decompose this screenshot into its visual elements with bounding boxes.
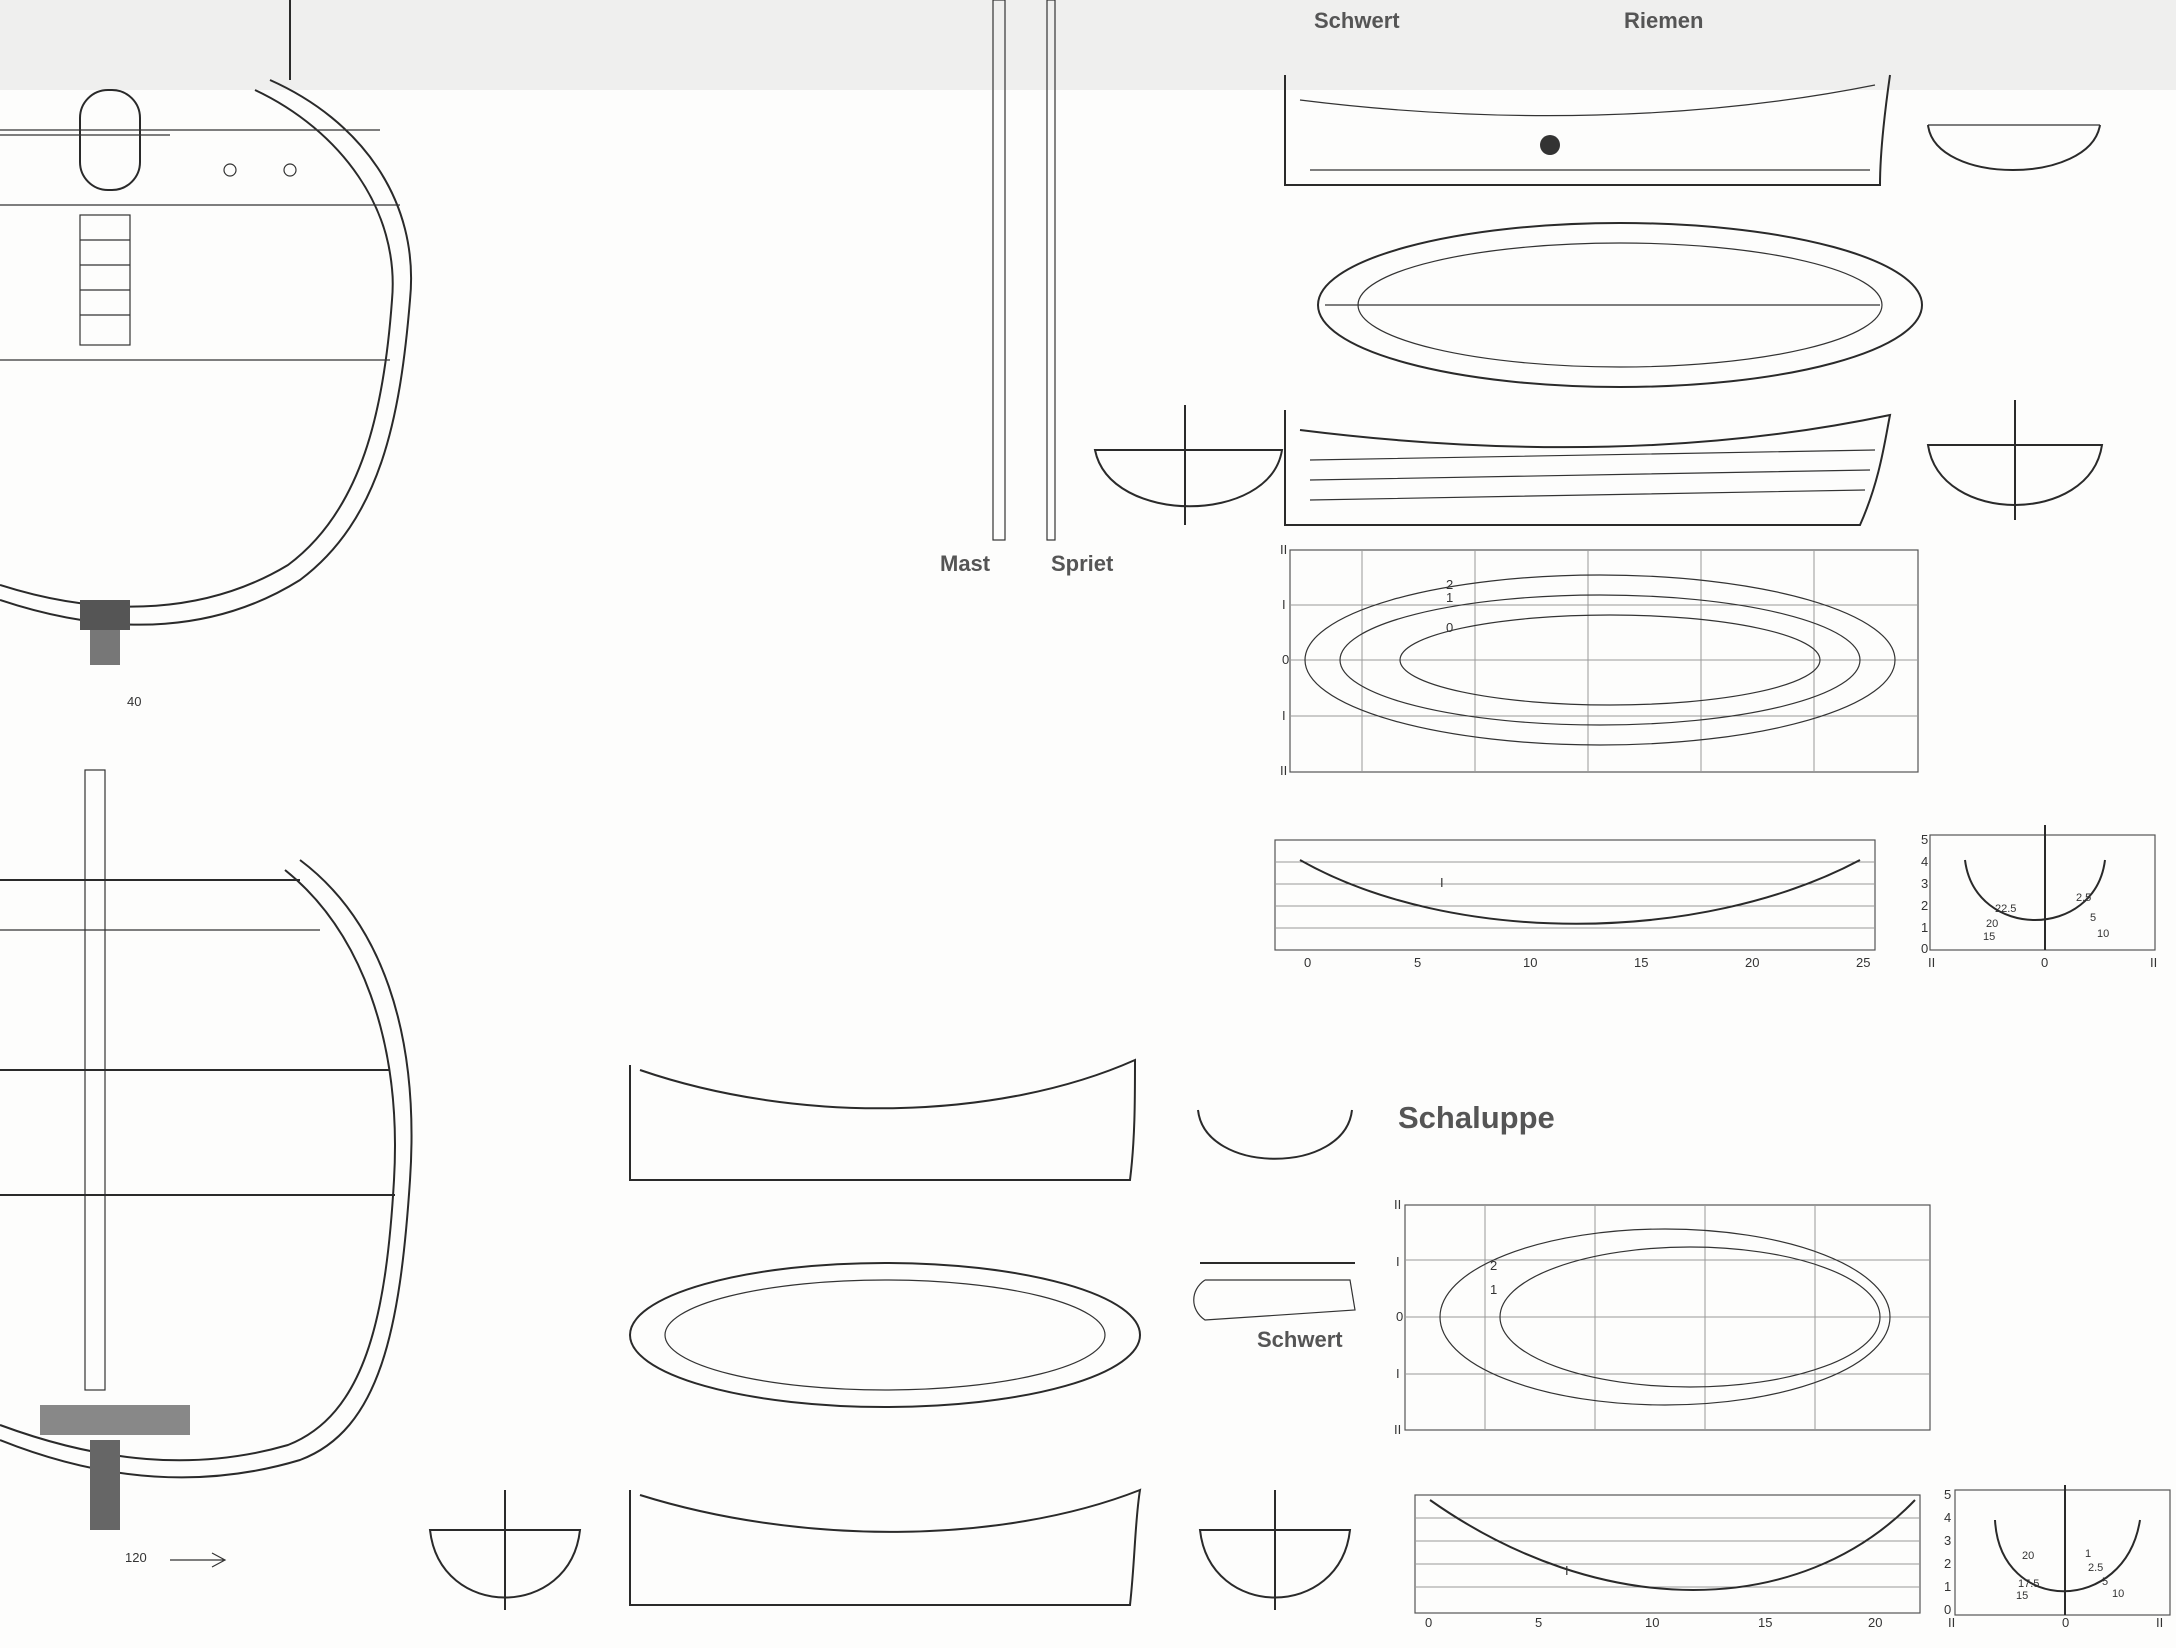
x-tick: 10	[1523, 955, 1538, 970]
schaluppe-bow-right	[1198, 1490, 1352, 1610]
height-tick: 2	[1921, 898, 1929, 913]
section-value: 5	[2090, 912, 2097, 924]
schaluppe-hull-side	[629, 1488, 1142, 1606]
schaluppe-end-section	[1197, 1109, 1353, 1160]
section-axis: 0	[2041, 955, 2049, 970]
x-tick: 25	[1856, 955, 1871, 970]
profile-label: I	[1440, 875, 1444, 890]
y-tick: I	[1396, 1366, 1400, 1381]
line-label: 2	[1446, 577, 1454, 592]
mast-drawing	[992, 0, 1006, 541]
line-label: 1	[1490, 1282, 1498, 1297]
y-tick: 0	[1282, 652, 1290, 667]
section-axis: 0	[2062, 1615, 2070, 1630]
section-value: 1	[2085, 1548, 2092, 1560]
height-tick: 1	[1921, 920, 1929, 935]
section-value: 22.5	[1995, 903, 2017, 915]
boat-a-bow-view-right	[1926, 400, 2104, 520]
x-tick: 5	[1414, 955, 1422, 970]
frame-number-upper: 40	[127, 694, 142, 709]
y-tick: I	[1282, 708, 1286, 723]
profile-label: I	[1565, 1563, 1569, 1578]
schaluppe-framing-side	[629, 1058, 1137, 1181]
height-tick: 2	[1944, 1556, 1952, 1571]
x-tick: 5	[1535, 1615, 1543, 1630]
boat-a-plan-view	[1317, 222, 1923, 388]
y-tick: 0	[1396, 1309, 1404, 1324]
height-tick: 0	[1944, 1602, 1952, 1617]
schaluppe-bow-left	[428, 1490, 582, 1610]
schwert-part-label: Schwert	[1257, 1327, 1343, 1352]
section-value: 10	[2112, 1588, 2125, 1600]
section-value: 5	[2102, 1576, 2109, 1588]
y-tick: II	[1394, 1197, 1402, 1212]
boat-a-end-section	[1927, 124, 2101, 171]
y-tick: II	[1280, 763, 1288, 778]
x-tick: 20	[1868, 1615, 1883, 1630]
x-tick: 10	[1645, 1615, 1660, 1630]
section-value: 2.5	[2088, 1562, 2104, 1574]
y-tick: II	[1280, 542, 1288, 557]
section-value: 15	[2016, 1590, 2029, 1602]
section-value: 20	[1986, 918, 1999, 930]
mast-label: Mast	[940, 551, 991, 576]
height-tick: 5	[1944, 1487, 1952, 1502]
x-tick: 20	[1745, 955, 1760, 970]
section-value: 20	[2022, 1550, 2035, 1562]
height-tick: 4	[1921, 854, 1929, 869]
line-label: 2	[1490, 1258, 1498, 1273]
height-tick: 3	[1921, 876, 1929, 891]
boat-a-framing-side	[1284, 74, 1891, 186]
section-axis: II	[1928, 955, 1936, 970]
spriet-label: Spriet	[1051, 551, 1114, 576]
section-value: 17.5	[2018, 1578, 2040, 1590]
schwert-part	[1193, 1262, 1356, 1321]
x-tick: 0	[1304, 955, 1312, 970]
line-label: 0	[1446, 620, 1454, 635]
schaluppe-lines-plan	[1404, 1204, 1931, 1431]
height-tick: 4	[1944, 1510, 1952, 1525]
x-tick: 15	[1634, 955, 1649, 970]
schaluppe-plan-view	[629, 1262, 1141, 1408]
height-tick: 1	[1944, 1579, 1952, 1594]
riemen-top-label: Riemen	[1624, 8, 1704, 33]
section-axis: II	[1948, 1615, 1956, 1630]
spriet-drawing	[1046, 0, 1056, 541]
y-tick: I	[1396, 1254, 1400, 1269]
section-axis: II	[2156, 1615, 2164, 1630]
x-tick: 0	[1425, 1615, 1433, 1630]
section-axis: II	[2150, 955, 2158, 970]
schwert-top-label: Schwert	[1314, 8, 1400, 33]
y-tick: I	[1282, 597, 1286, 612]
boat-a-lines-plan	[1289, 549, 1919, 773]
schaluppe-body-plan	[1954, 1485, 2171, 1616]
schaluppe-profile-grid	[1414, 1494, 1921, 1614]
ship-section-lower	[0, 769, 413, 1568]
section-title: Schaluppe	[1398, 1100, 1555, 1135]
boat-a-hull-side	[1284, 410, 1892, 526]
ship-section-upper	[0, 0, 413, 665]
line-label: 1	[1446, 590, 1454, 605]
section-value: 2.5	[2076, 892, 2092, 904]
height-tick: 5	[1921, 832, 1929, 847]
height-tick: 0	[1921, 941, 1929, 956]
height-tick: 3	[1944, 1533, 1952, 1548]
section-value: 10	[2097, 928, 2110, 940]
frame-number-lower: 120	[125, 1550, 147, 1565]
y-tick: II	[1394, 1422, 1402, 1437]
boat-a-profile-grid	[1274, 839, 1876, 951]
x-tick: 15	[1758, 1615, 1773, 1630]
section-value: 15	[1983, 931, 1996, 943]
boat-a-body-plan	[1929, 825, 2156, 951]
boat-a-bow-view-left	[1093, 405, 1284, 525]
